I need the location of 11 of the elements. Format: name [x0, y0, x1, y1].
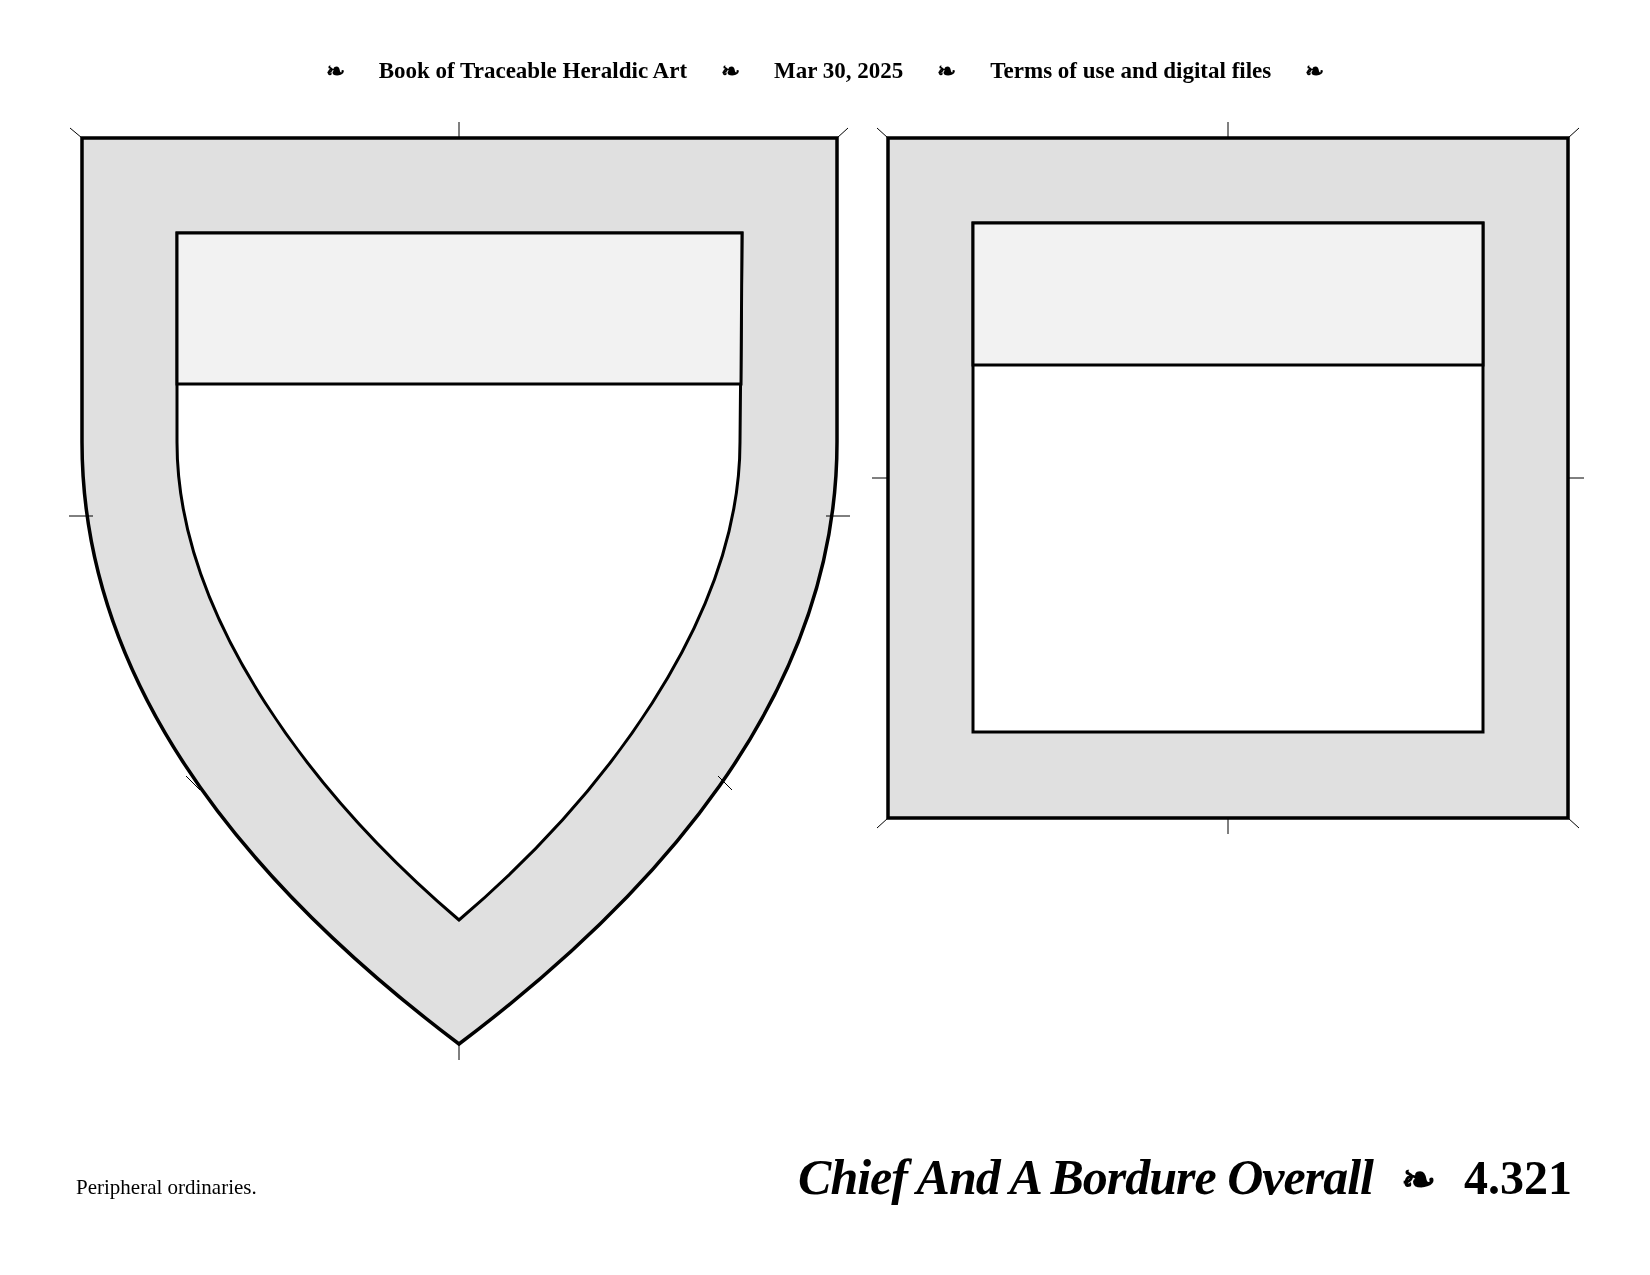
header-text: Book of Traceable Heraldic Art: [378, 58, 688, 85]
plate-title: Chief And A Bordure Overall: [798, 1148, 1373, 1206]
fleuron-ornament: ❧: [1305, 58, 1325, 85]
fleuron-ornament: ❧: [325, 58, 345, 85]
header-text: Terms of use and digital files: [990, 58, 1272, 85]
fleuron-ornament: ❧: [1401, 1156, 1436, 1204]
header-date: Mar 30, 2025: [774, 58, 904, 85]
fleuron-ornament: ❧: [937, 58, 957, 85]
fleuron-ornament: ❧: [721, 58, 741, 85]
plate-number: 4.321: [1464, 1150, 1572, 1205]
caption: Peripheral ordinaries.: [76, 1175, 257, 1199]
